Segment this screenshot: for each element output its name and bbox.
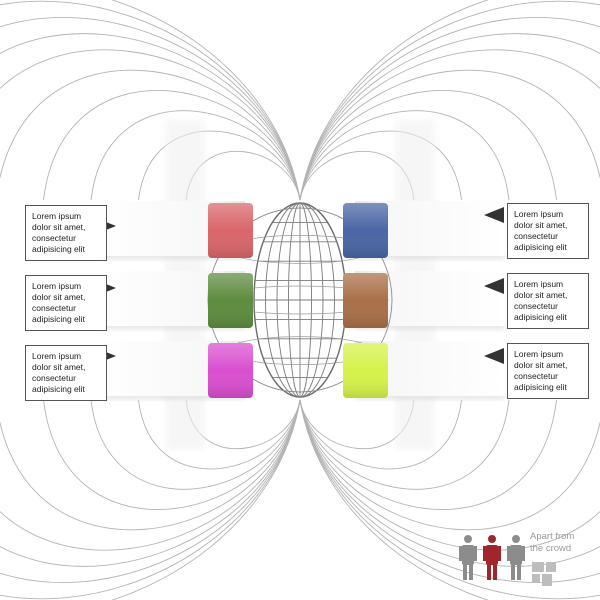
field-line (138, 130, 301, 201)
field-line (0, 399, 301, 567)
note-left-1: Lorem ipsum dolor sit amet, consectetur … (25, 205, 107, 261)
field-line (0, 16, 301, 201)
field-line (299, 16, 600, 201)
person-leg (487, 565, 491, 580)
tagline-line-1: Apart from (530, 531, 575, 542)
field-line (0, 49, 301, 201)
note-left-2: Lorem ipsum dolor sit amet, consectetur … (25, 275, 107, 331)
field-line (138, 399, 301, 470)
tile-left-gloss (208, 273, 253, 328)
person-arm (483, 546, 486, 561)
field-line (299, 399, 600, 531)
field-line (110, 0, 301, 201)
field-line (299, 33, 600, 201)
note-right-1: Lorem ipsum dolor sit amet, consectetur … (507, 203, 589, 259)
field-line (299, 0, 490, 201)
person-arm (459, 546, 462, 561)
crowd-block (532, 562, 544, 572)
tile-right-gloss (343, 273, 388, 328)
field-line (299, 399, 510, 490)
crowd-people-icon (459, 535, 525, 580)
field-line (299, 399, 600, 551)
field-line (299, 69, 600, 201)
field-line (299, 110, 510, 201)
tile-left-gloss (208, 203, 253, 258)
tagline-line-2: the crowd (530, 543, 572, 554)
person-body (510, 545, 522, 565)
person-leg (511, 565, 515, 580)
field-line (90, 110, 301, 201)
field-line (0, 399, 301, 551)
person-arm (474, 546, 477, 561)
person-body (462, 545, 474, 565)
tile-right-gloss (343, 343, 388, 398)
tile-left-gloss (208, 343, 253, 398)
field-line (299, 90, 557, 201)
crowd-blocks-icon (532, 562, 556, 586)
field-line (0, 399, 301, 600)
crowd-block (542, 574, 552, 586)
field-line (110, 399, 301, 600)
note-right-2: Lorem ipsum dolor sit amet, consectetur … (507, 273, 589, 329)
person-leg (469, 565, 473, 580)
person-leg (463, 565, 467, 580)
field-line (0, 399, 301, 584)
pointer-right-arrow (484, 278, 504, 294)
person-arm (507, 546, 510, 561)
field-line (0, 33, 301, 201)
person-body (486, 545, 498, 565)
field-line (299, 399, 600, 600)
field-line (299, 130, 462, 201)
pointer-right-arrow (484, 348, 504, 364)
pointer-right-arrow (484, 207, 504, 223)
person-head (488, 535, 496, 543)
color-tiles (208, 203, 388, 398)
note-left-3: Lorem ipsum dolor sit amet, consectetur … (25, 345, 107, 401)
field-line (43, 399, 301, 510)
field-line (299, 49, 600, 201)
tagline: Apart from the crowd (530, 531, 590, 555)
person-head (512, 535, 520, 543)
person-leg (493, 565, 497, 580)
crowd-block (532, 574, 540, 582)
field-line (0, 399, 301, 531)
field-line (0, 0, 301, 201)
person-arm (498, 546, 501, 561)
field-line (0, 69, 301, 201)
crowd-block (546, 562, 556, 572)
person-leg (517, 565, 521, 580)
person-head (464, 535, 472, 543)
field-line (299, 399, 557, 510)
field-line (43, 90, 301, 201)
field-line (299, 399, 462, 470)
field-line (299, 0, 600, 201)
field-line (299, 399, 600, 584)
person-arm (522, 546, 525, 561)
note-right-3: Lorem ipsum dolor sit amet, consectetur … (507, 343, 589, 399)
tile-right-gloss (343, 203, 388, 258)
field-line (299, 399, 490, 600)
field-line (90, 399, 301, 490)
